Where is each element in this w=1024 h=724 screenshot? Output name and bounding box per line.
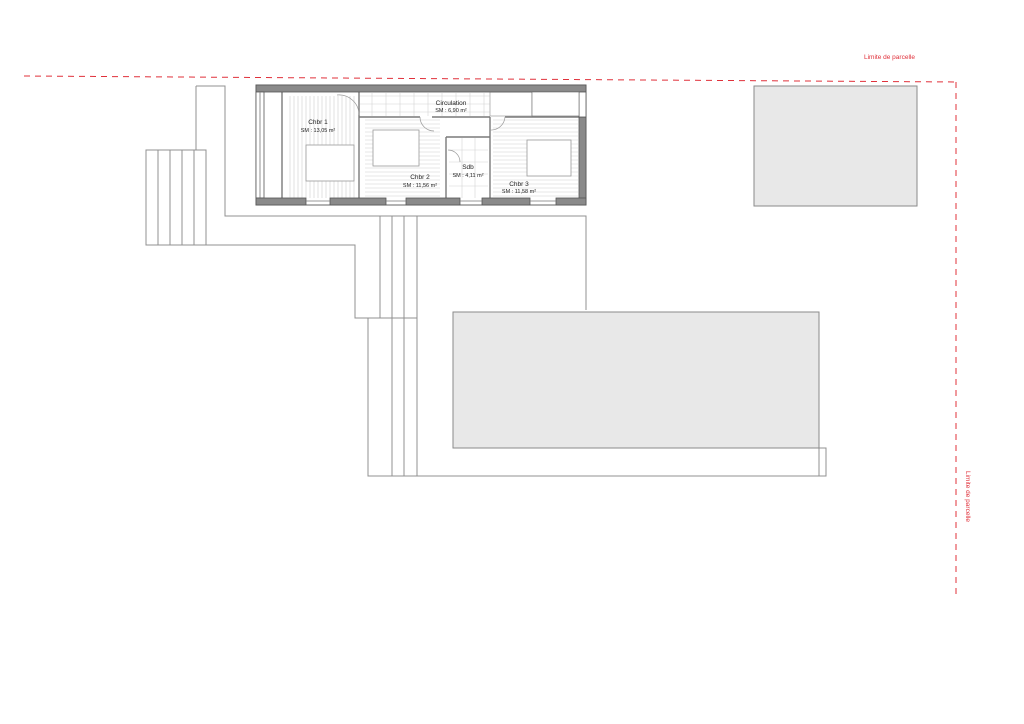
wall-right-upper	[578, 91, 587, 118]
pool	[452, 311, 820, 449]
floor-tiles-sdb	[449, 138, 488, 198]
room-area-chbr2: SM : 11,56 m²	[403, 183, 437, 189]
wall-right	[578, 116, 587, 206]
room-area-sdb: SM : 4,11 m²	[452, 173, 483, 179]
wall-bottom-4	[481, 197, 531, 206]
terrace-outline	[196, 85, 587, 310]
parcel-limits: Limite de parcelle Limite de parcelle	[23, 54, 971, 598]
interior-walls	[281, 92, 580, 200]
floor-tiles-circulation	[360, 93, 490, 116]
wall-bottom-3	[405, 197, 461, 206]
parcel-limit-top-line	[23, 75, 959, 83]
stairs	[145, 149, 207, 246]
bed-chbr1	[305, 144, 355, 182]
stairwell	[489, 91, 533, 117]
room-name-sdb: Sdb	[462, 164, 474, 171]
parcel-limit-top-label: Limite de parcelle	[864, 54, 915, 61]
room-name-circulation: Circulation	[436, 100, 467, 107]
wall-top	[255, 84, 587, 93]
upper-window	[531, 91, 580, 117]
room-labels: Chbr 1 SM : 13,05 m² Circulation SM : 6,…	[301, 100, 537, 195]
room-area-chbr3: SM : 11,58 m²	[502, 189, 536, 195]
stairs-outline	[145, 149, 207, 246]
room-name-chbr1: Chbr 1	[308, 119, 328, 126]
wall-bottom-1	[255, 197, 307, 206]
room-name-chbr3: Chbr 3	[509, 181, 529, 188]
bed-chbr2	[372, 129, 420, 167]
parcel-limit-right-label: Limite de parcelle	[964, 471, 971, 522]
neighbor-building	[753, 85, 918, 207]
door-swings	[336, 94, 506, 163]
wall-bottom-2	[329, 197, 387, 206]
room-name-chbr2: Chbr 2	[410, 174, 430, 181]
house	[255, 84, 587, 206]
bed-chbr3	[526, 139, 572, 177]
wall-bottom-5	[555, 197, 587, 206]
room-area-circulation: SM : 6,90 m²	[435, 108, 467, 114]
room-area-chbr1: SM : 13,05 m²	[301, 128, 336, 134]
